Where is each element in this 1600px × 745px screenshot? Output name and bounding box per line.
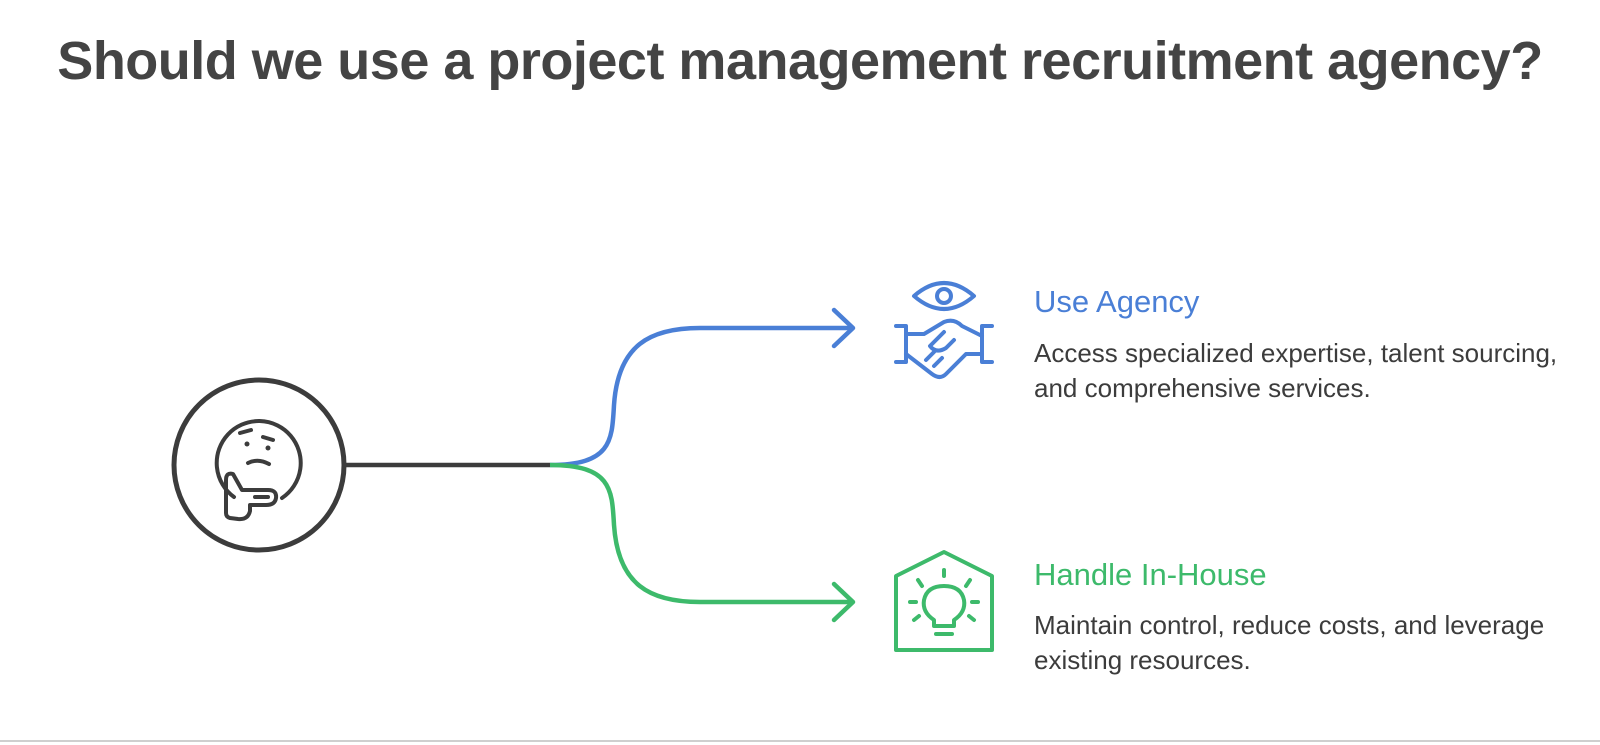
option-title-handle-in-house: Handle In-House bbox=[1034, 557, 1267, 592]
decision-node-circle bbox=[171, 377, 347, 553]
arrowhead-2 bbox=[831, 581, 856, 623]
arrowhead-1 bbox=[831, 307, 856, 349]
option-description-handle-in-house: Maintain control, reduce costs, and leve… bbox=[1034, 610, 1545, 675]
page-title: Should we use a project management recru… bbox=[57, 31, 1543, 91]
thinking-face-icon bbox=[214, 419, 303, 522]
branch-connector-1 bbox=[549, 325, 850, 468]
branch-connector-2 bbox=[549, 462, 850, 605]
decision-node bbox=[171, 377, 347, 553]
option-title-use-agency: Use Agency bbox=[1034, 284, 1200, 319]
handshake-eye-icon bbox=[894, 281, 994, 379]
house-lightbulb-icon bbox=[894, 550, 994, 652]
option-description-use-agency: Access specialized expertise, talent sou… bbox=[1034, 338, 1558, 403]
bottom-divider bbox=[0, 740, 1600, 742]
